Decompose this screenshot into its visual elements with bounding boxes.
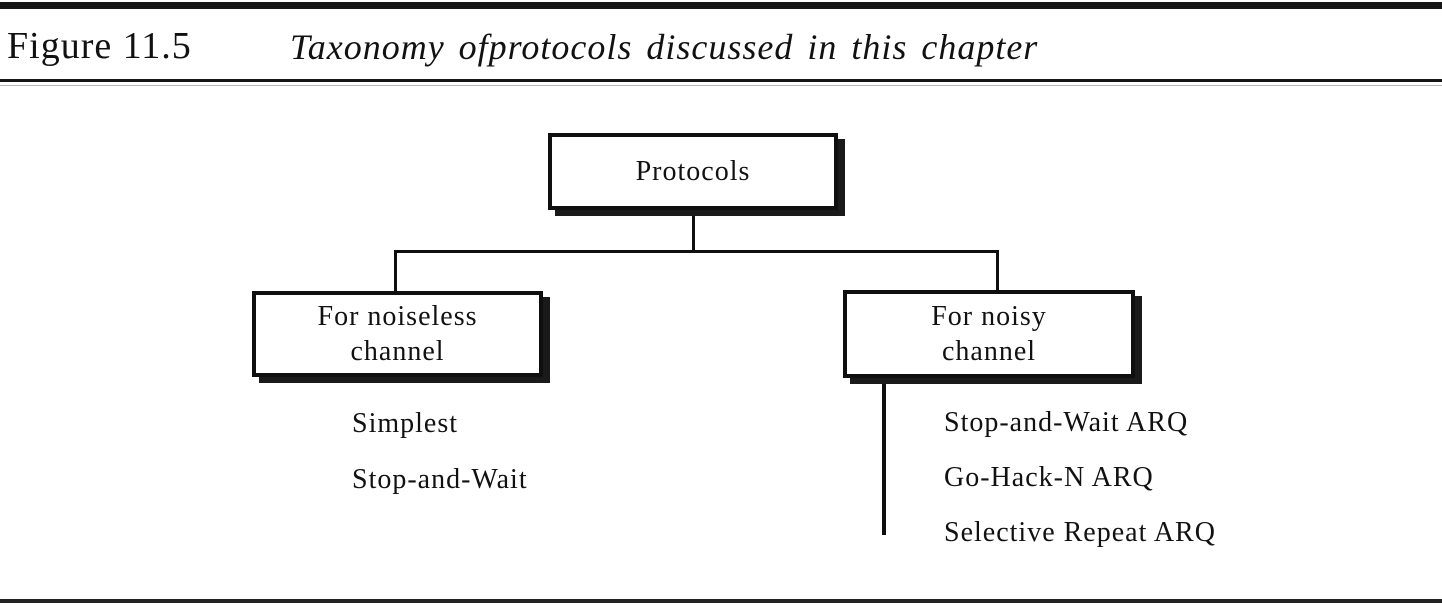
- protocol-stop-and-wait-arq: Stop-and-Wait ARQ: [944, 407, 1189, 438]
- node-noisy-label-line1: For noisy: [931, 301, 1047, 332]
- protocol-simplest: Simplest: [352, 408, 459, 439]
- node-noiseless-label-line2: channel: [350, 336, 445, 367]
- connector-horizontal-bar: [394, 250, 999, 253]
- node-protocols: Protocols: [548, 133, 838, 210]
- connector-noisy-stem: [882, 378, 886, 535]
- caption-rule-shadow: [0, 85, 1442, 86]
- top-rule: [0, 2, 1442, 9]
- connector-root-drop: [692, 210, 695, 252]
- protocol-go-hack-n-arq: Go-Hack-N ARQ: [944, 462, 1154, 493]
- figure-label: Figure 11.5: [7, 25, 192, 67]
- figure-caption: Taxonomy ofprotocols discussed in this c…: [290, 27, 1039, 67]
- node-noisy-label-line2: channel: [941, 336, 1037, 367]
- connector-right-drop: [996, 250, 999, 291]
- node-noisy-channel: For noisy channel: [843, 290, 1135, 378]
- protocol-selective-repeat-arq: Selective Repeat ARQ: [944, 517, 1216, 548]
- caption-rule: [0, 79, 1442, 82]
- bottom-rule: [0, 599, 1442, 603]
- node-protocols-label: Protocols: [635, 156, 751, 187]
- node-noiseless-channel: For noiseless channel: [252, 291, 543, 377]
- node-noiseless-label-line1: For noiseless: [317, 301, 478, 332]
- connector-left-drop: [394, 250, 397, 291]
- protocol-stop-and-wait: Stop-and-Wait: [352, 464, 528, 495]
